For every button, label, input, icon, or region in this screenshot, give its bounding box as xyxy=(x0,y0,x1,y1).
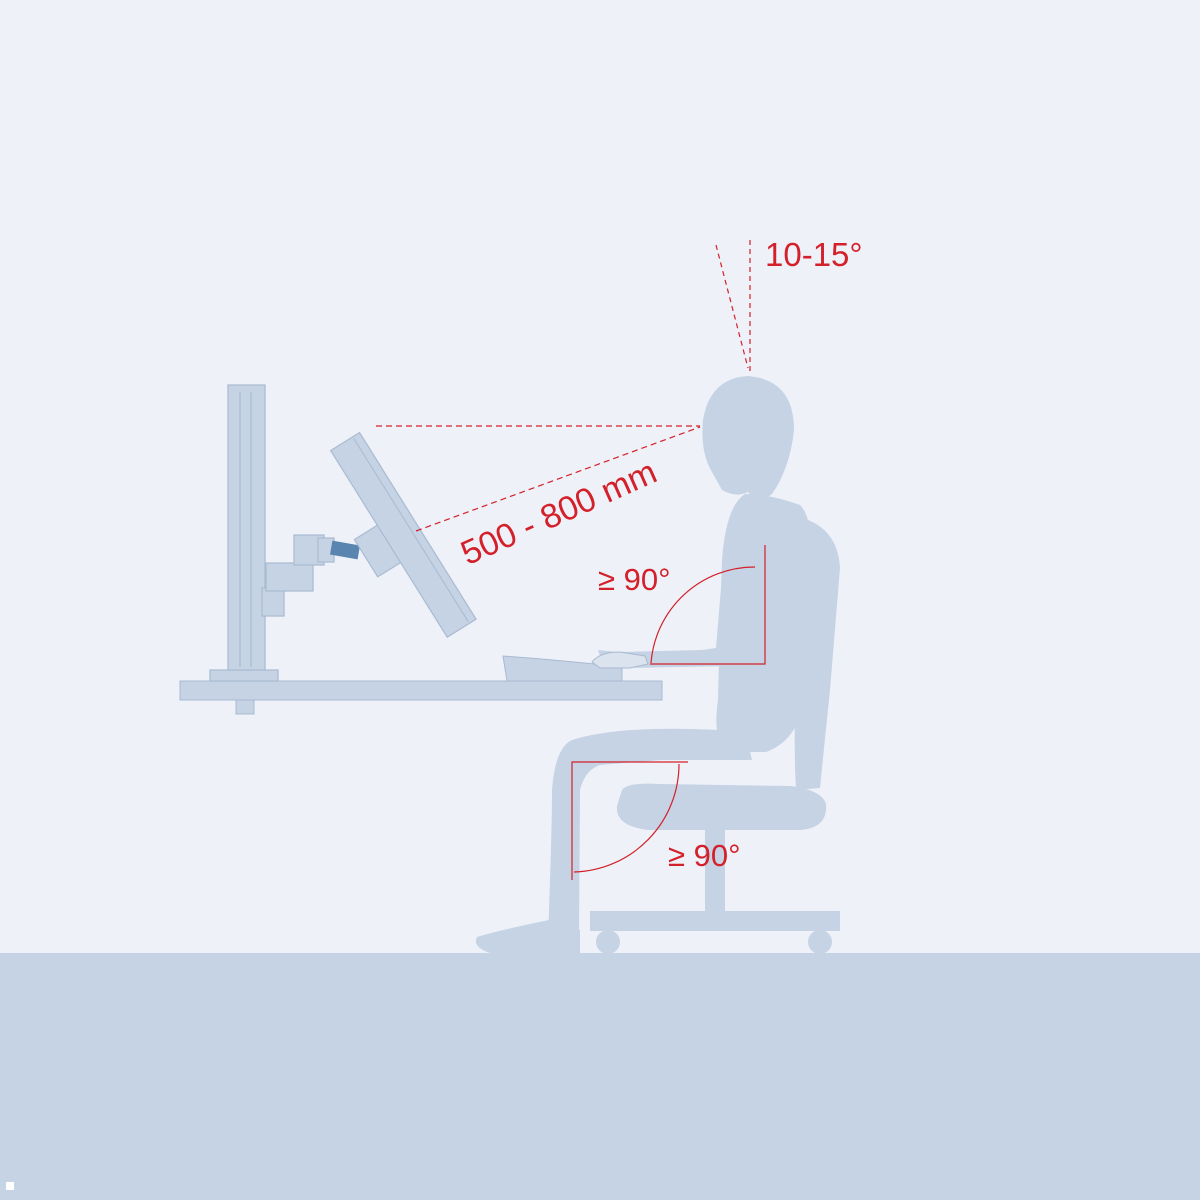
floor xyxy=(0,953,1200,1200)
monitor-joint xyxy=(329,540,361,560)
knee-angle-marker xyxy=(571,761,688,880)
tilt-angle-label: 10-15° xyxy=(765,236,863,273)
annotation-lines xyxy=(376,240,766,880)
monitor-arm xyxy=(261,534,335,617)
hand xyxy=(591,651,649,669)
desk xyxy=(179,680,663,715)
sightline-distance xyxy=(415,426,701,532)
corner-marker xyxy=(6,1182,14,1190)
monitor xyxy=(329,431,477,639)
keyboard xyxy=(502,655,623,682)
arm-angle-marker xyxy=(650,545,766,665)
arm-angle-label: ≥ 90° xyxy=(598,562,671,597)
knee-angle-label: ≥ 90° xyxy=(668,838,741,873)
monitor-stand xyxy=(209,384,279,682)
tilt-line-angled xyxy=(715,244,749,369)
